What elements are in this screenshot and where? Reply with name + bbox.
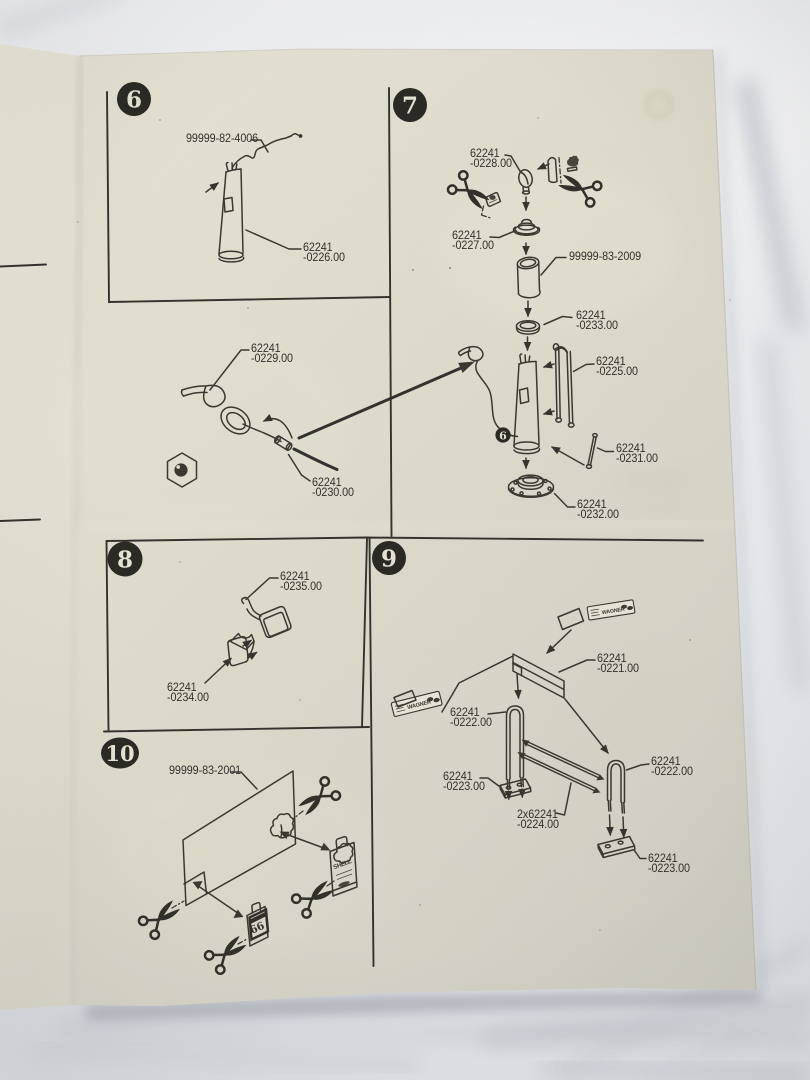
part-number-line: -0227.00 xyxy=(452,237,494,252)
part-label-base-right: 62241-0223.00 xyxy=(648,851,690,875)
part-label-decal-sheet: 99999-83-2001 xyxy=(169,763,242,777)
part-number-line: -0230.00 xyxy=(312,484,354,499)
part-number-line: -0224.00 xyxy=(517,816,559,831)
part-number-line: 62241 xyxy=(597,651,627,665)
part-number-line: -0229.00 xyxy=(251,350,293,365)
part-number-line: -0235.00 xyxy=(280,578,322,593)
part-number-line: -0231.00 xyxy=(616,450,658,465)
part-label-globe: 62241-0228.00 xyxy=(470,146,512,170)
part-number-line: 62241 xyxy=(648,851,678,865)
part-label-sign: 62241-0221.00 xyxy=(597,651,639,675)
part-number-line: -0232.00 xyxy=(577,506,619,521)
part-number-line: 62241 xyxy=(167,680,197,694)
part-label-rod: 62241-0231.00 xyxy=(616,441,658,465)
part-label-base-flange: 62241-0232.00 xyxy=(577,497,619,521)
part-label-post-left: 62241-0222.00 xyxy=(450,705,492,729)
part-number-line: 62241 xyxy=(280,569,310,583)
part-number-line: -0223.00 xyxy=(648,860,690,875)
part-number-line: 62241 xyxy=(452,228,482,242)
part-number-line: 62241 xyxy=(596,354,626,368)
part-number-line: -0234.00 xyxy=(167,689,209,704)
part-number-line: 2x62241 xyxy=(517,807,558,821)
part-number-line: 62241 xyxy=(576,308,606,322)
part-label-bracket: 62241-0234.00 xyxy=(167,680,209,704)
part-number-line: 62241 xyxy=(303,240,333,254)
part-number-line: 99999-83-2009 xyxy=(569,249,642,263)
part-number-line: -0228.00 xyxy=(470,155,512,170)
part-label-cylinder: 99999-83-2009 xyxy=(569,249,642,263)
part-label-holder: 62241-0235.00 xyxy=(280,569,322,593)
part-label-wire: 99999-82-4006 xyxy=(186,131,259,145)
part-label-rods: 2x62241-0224.00 xyxy=(517,807,559,831)
part-number-line: 62241 xyxy=(251,341,281,355)
part-number-line: 62241 xyxy=(450,705,480,719)
part-number-line: -0222.00 xyxy=(450,714,492,729)
part-number-line: -0233.00 xyxy=(576,317,618,332)
part-number-line: 99999-83-2001 xyxy=(169,763,242,777)
part-label-frame: 62241-0225.00 xyxy=(596,354,638,378)
part-label-post-right: 62241-0222.00 xyxy=(651,754,693,778)
part-number-line: 62241 xyxy=(470,146,500,160)
part-number-line: -0222.00 xyxy=(651,763,693,778)
part-number-line: 62241 xyxy=(312,475,342,489)
part-label-ring: 62241-0233.00 xyxy=(576,308,618,332)
part-number-line: 62241 xyxy=(443,769,473,783)
part-number-line: 62241 xyxy=(577,497,607,511)
part-number-line: -0221.00 xyxy=(597,660,639,675)
part-number-line: 62241 xyxy=(616,441,646,455)
part-number-line: -0225.00 xyxy=(596,363,638,378)
part-label-hose-ring: 62241-0230.00 xyxy=(312,475,354,499)
part-number-line: -0226.00 xyxy=(303,249,345,264)
part-number-line: 62241 xyxy=(651,754,681,768)
part-label-lamp-base: 62241-0227.00 xyxy=(452,228,494,252)
part-label-base-left: 62241-0223.00 xyxy=(443,769,485,793)
part-number-line: -0223.00 xyxy=(443,778,485,793)
part-label-nozzle: 62241-0229.00 xyxy=(251,341,293,365)
part-label-column: 62241-0226.00 xyxy=(303,240,345,264)
part-number-line: 99999-82-4006 xyxy=(186,131,259,145)
